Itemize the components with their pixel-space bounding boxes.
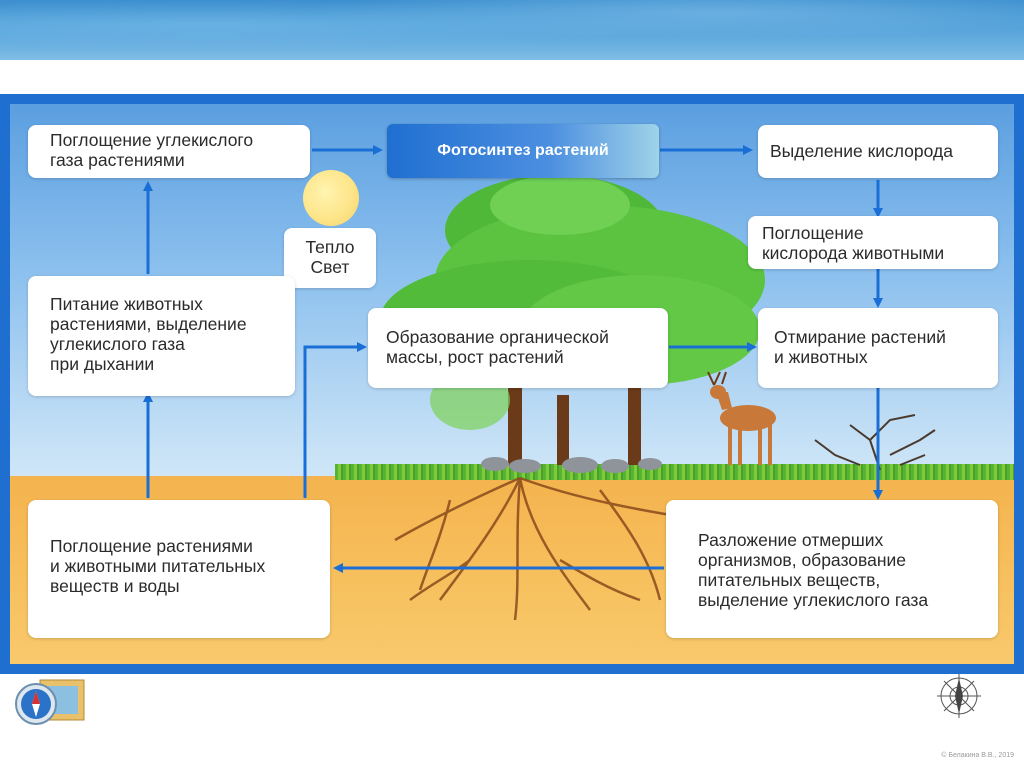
stones: [481, 457, 662, 473]
box-oxygen-absorption: Поглощение кислорода животными: [748, 216, 998, 269]
box-heat-light: Тепло Свет: [284, 228, 376, 288]
box-dying: Отмирание растений и животных: [758, 308, 998, 388]
compass-map-icon: [15, 679, 85, 725]
copyright-text: © Белакина В.В., 2019: [941, 752, 1014, 759]
box-decomposition: Разложение отмерших организмов, образова…: [666, 500, 998, 638]
box-photosynthesis: Фотосинтез растений: [387, 124, 659, 178]
box-oxygen-release: Выделение кислорода: [758, 125, 998, 178]
box-nutrient-absorption: Поглощение растениями и животными питате…: [28, 500, 330, 638]
arrow-nutrients-to-organic-mass: [303, 342, 367, 498]
header-band-texture: [0, 0, 1024, 60]
box-organic-mass: Образование органической массы, рост рас…: [368, 308, 668, 388]
compass-rose-icon: [937, 674, 981, 718]
tree-trunks: [508, 370, 641, 465]
deer-illustration: [707, 371, 776, 465]
sun-illustration: [303, 170, 359, 226]
box-co2-absorption: Поглощение углекислого газа растениями: [28, 125, 310, 178]
header-band: [0, 0, 1024, 60]
box-feeding: Питание животных растениями, выделение у…: [28, 276, 295, 396]
